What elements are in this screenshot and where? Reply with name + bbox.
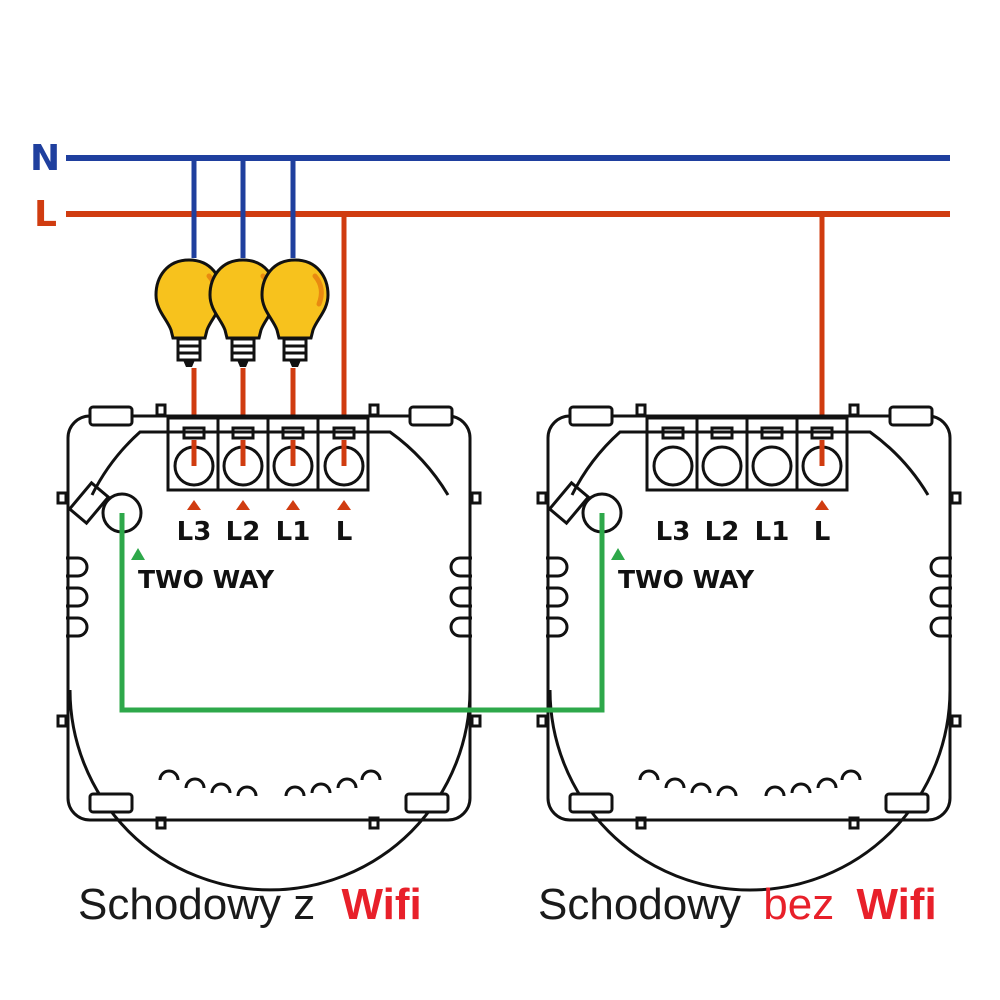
neutral-rail-label: N [30,138,60,179]
two-way-label: TWO WAY [618,565,755,594]
terminal-label: L1 [276,517,311,547]
terminal-label: L3 [656,517,691,547]
caption-middle: bez [763,880,835,929]
screw-terminal-icon [652,445,694,487]
terminal-label: L [814,517,831,547]
traveler-wire [119,513,605,713]
screw-terminal-icon [751,445,793,487]
terminal-label: L [336,517,353,547]
terminal-label: L1 [755,517,790,547]
caption-emphasis: Wifi [856,880,937,929]
switch-module-2 [536,403,962,892]
switch-1-load-wire-tips [191,440,347,466]
light-bulb-icon [262,260,328,367]
caption-text: Schodowy [538,880,742,929]
live-rail-label: L [34,194,57,235]
terminal-label: L2 [705,517,740,547]
terminal-label: L3 [177,517,212,547]
screw-terminal-icon [701,445,743,487]
two-way-arrow-icon [131,548,145,560]
caption-text: Schodowy z [78,880,316,929]
light-bulb-icon [156,260,222,367]
caption-without-wifi: Schodowy bez Wifi [538,880,937,930]
terminal-label: L2 [226,517,261,547]
two-way-label: TWO WAY [138,565,275,594]
two-way-arrow-icon [611,548,625,560]
caption-emphasis: Wifi [341,880,422,929]
caption-with-wifi: Schodowy z Wifi [78,880,422,930]
neutral-drops [191,158,296,258]
